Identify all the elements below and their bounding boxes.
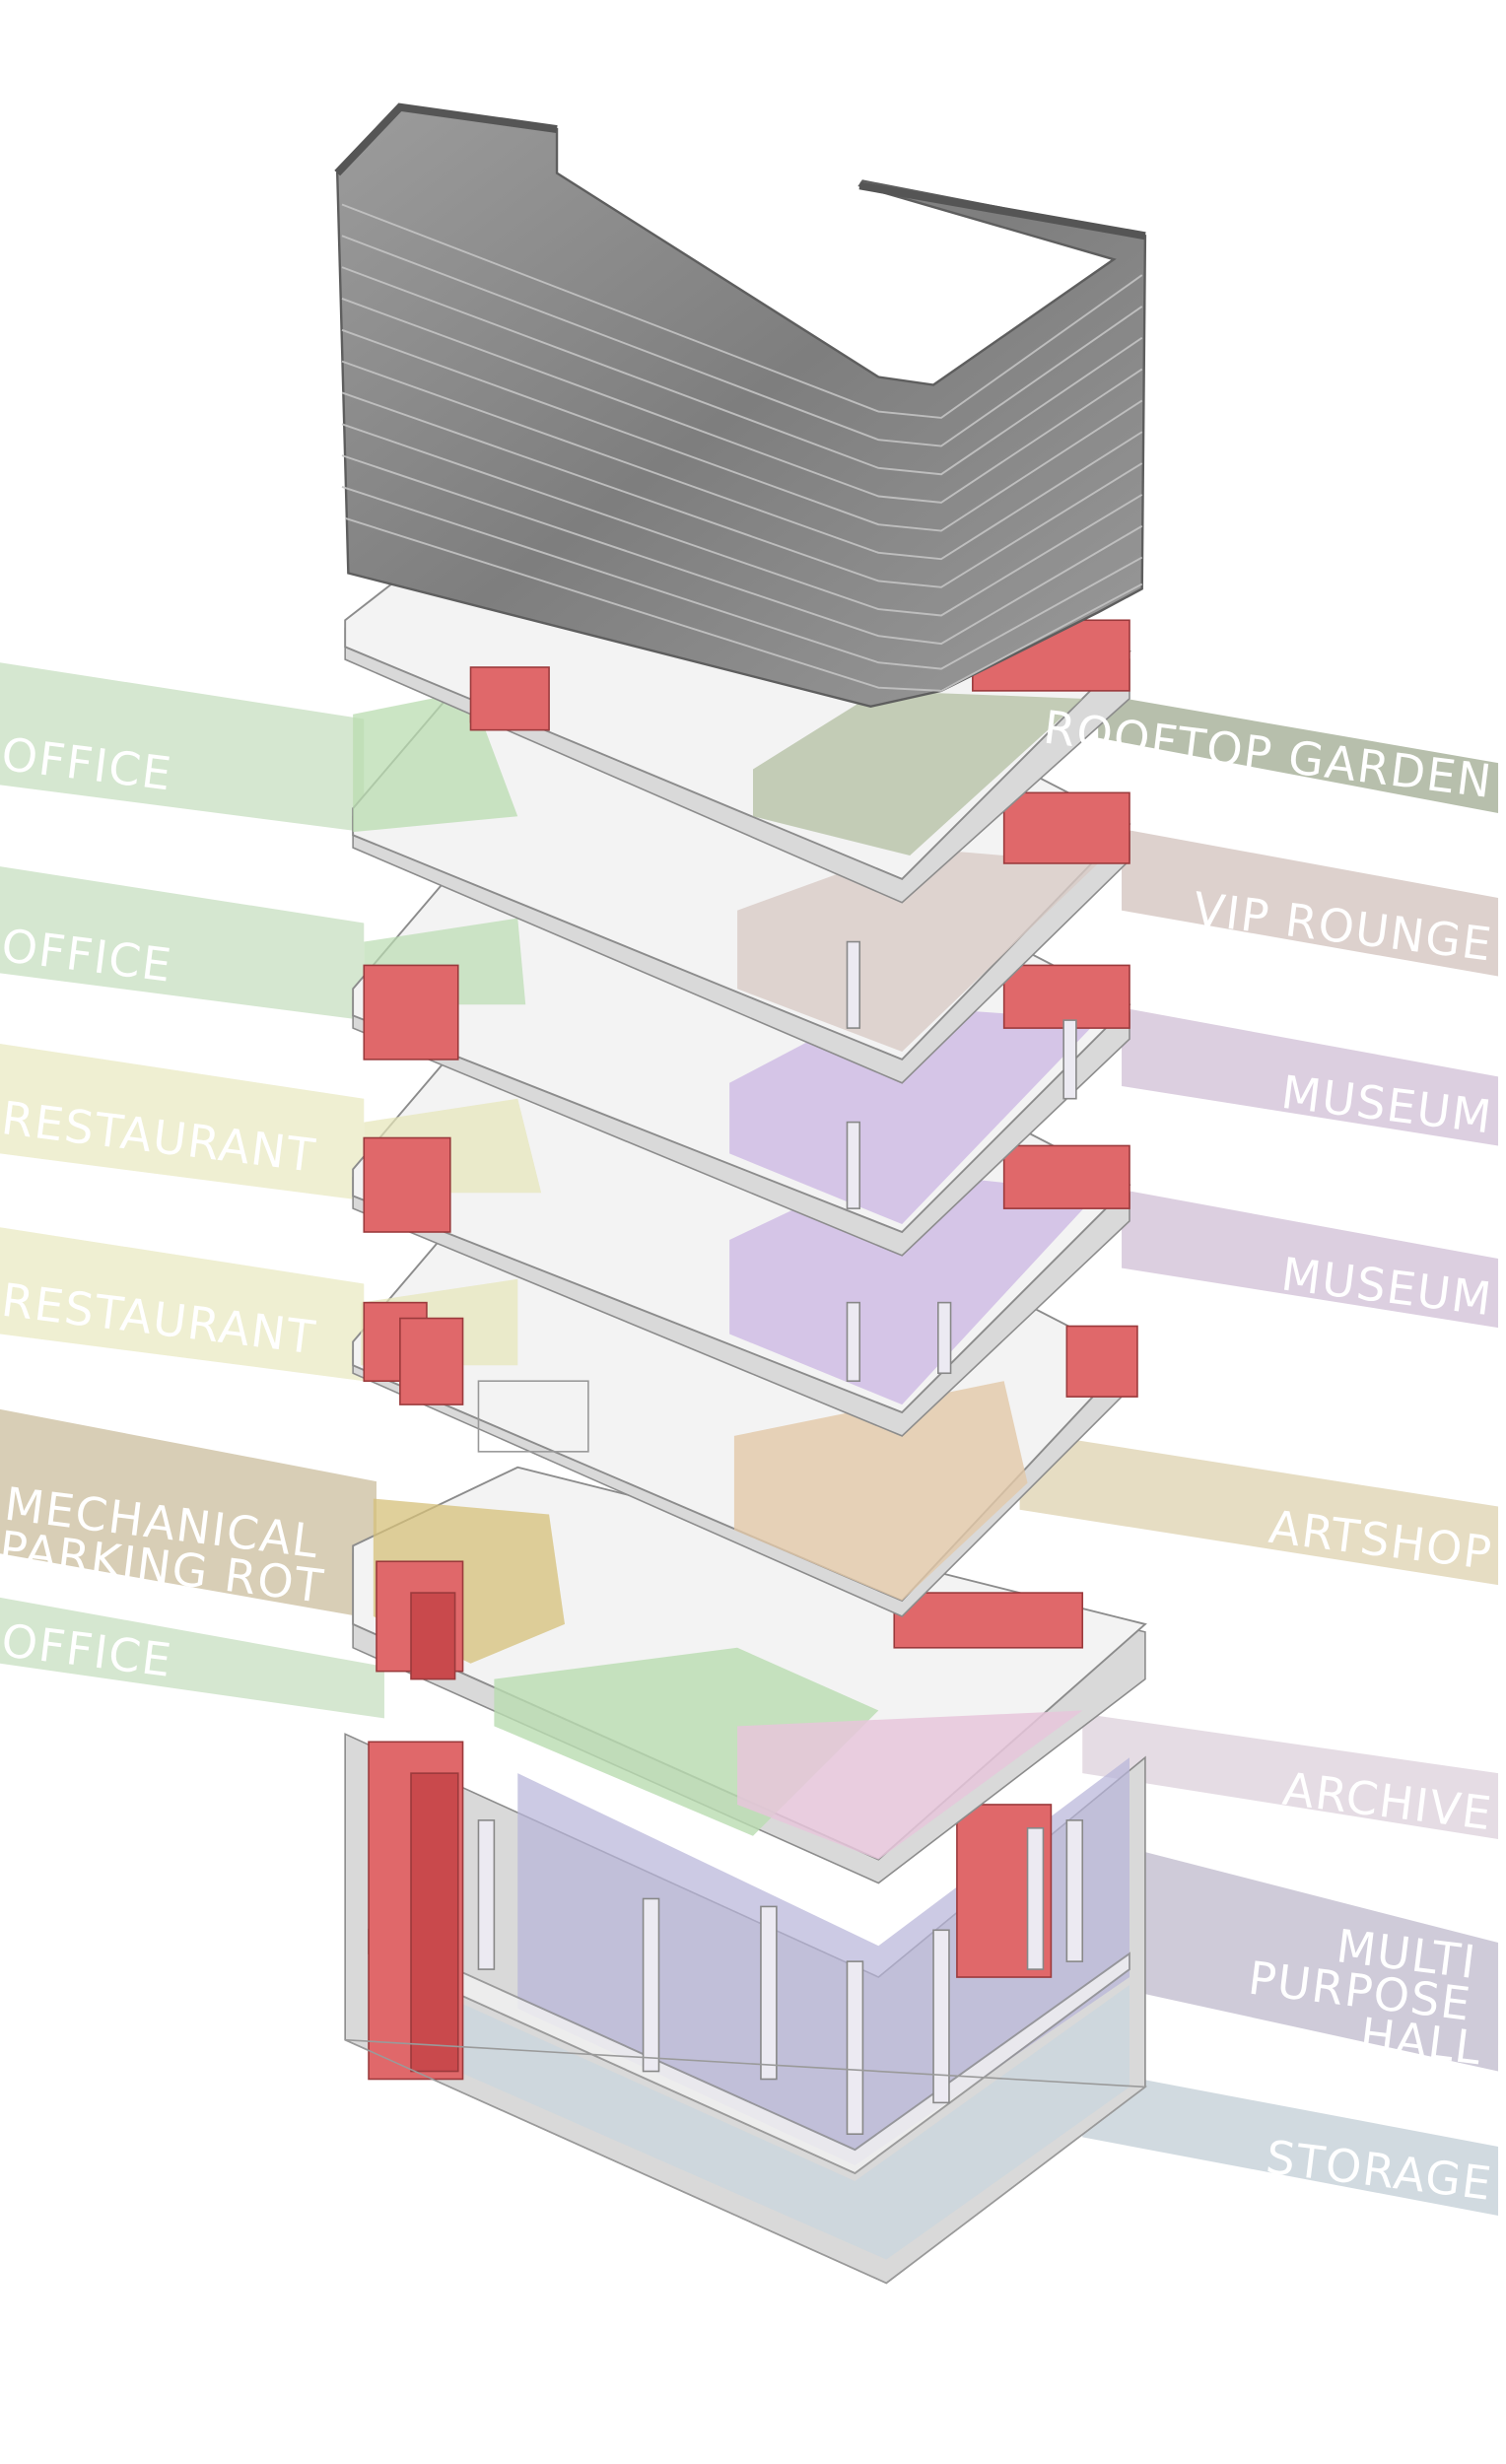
band-office-2: [0, 866, 365, 1021]
band-museum-2: [1122, 1190, 1499, 1329]
band-mechanical-parking: [0, 1408, 376, 1620]
facade-skin: [334, 103, 1147, 709]
museum-zone-2: [729, 1169, 1099, 1405]
railing: [477, 1380, 589, 1453]
band-museum-1: [1122, 1007, 1499, 1146]
band-office-3: [0, 1597, 384, 1719]
band-vip-rounge: [1122, 828, 1499, 977]
vip-zone: [737, 848, 1099, 1052]
label-multi-purpose-hall: MULTI PURPOSE HALL: [1240, 1909, 1495, 2076]
left-labels: OFFICE OFFICE RESTAURANT RESTAURANT MECH…: [0, 727, 327, 1687]
facade-stripes: [341, 203, 1143, 692]
band-storage: [1082, 2068, 1499, 2216]
columns: [477, 1819, 1084, 2136]
band-artshop: [1019, 1431, 1499, 1586]
band-restaurant-2: [0, 1227, 365, 1382]
band-rooftop-garden: [1098, 694, 1499, 814]
rooftop-garden-zone: [753, 690, 1083, 856]
artshop-zone: [733, 1381, 1028, 1602]
band-archive: [1082, 1713, 1499, 1839]
band-multi-purpose-hall: [1082, 1835, 1499, 2072]
museum-zone-1: [729, 1004, 1099, 1225]
right-label-bands: [1019, 694, 1499, 2216]
lower-block: [344, 1733, 1148, 2285]
band-restaurant-1: [0, 1044, 365, 1201]
storage-zone: [369, 1961, 1130, 2260]
floor-parking: [352, 1466, 1147, 1884]
left-label-bands: [0, 662, 384, 1719]
archive-zone: [737, 1710, 1083, 1860]
